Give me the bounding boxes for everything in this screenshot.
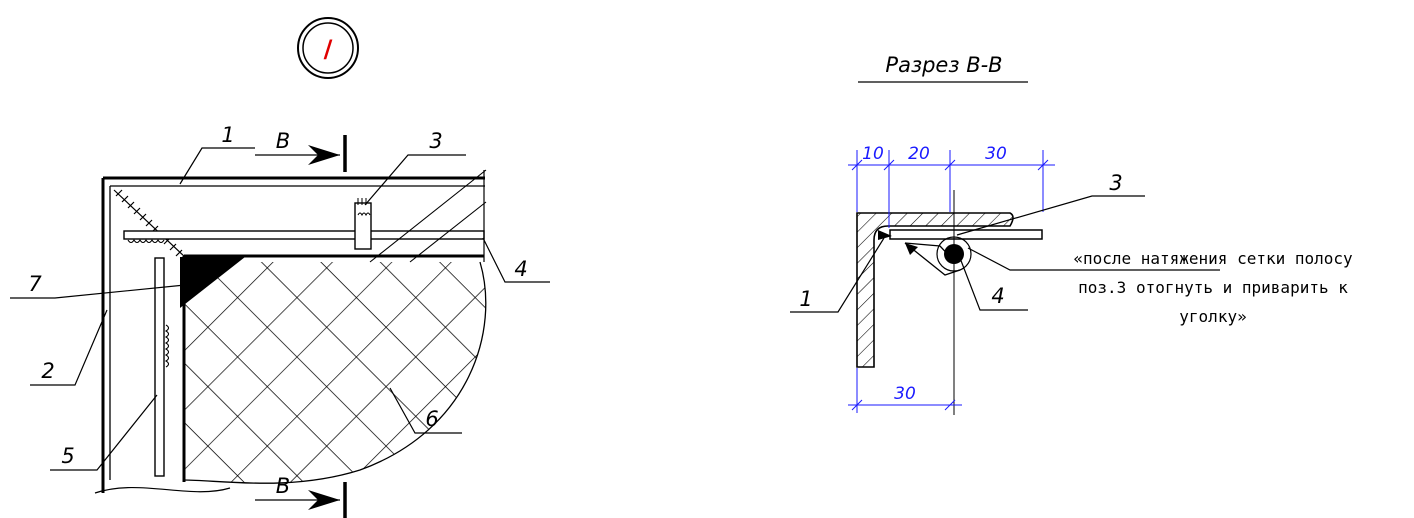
dim-30-bottom: 30	[894, 384, 916, 404]
dimension-lines	[848, 150, 1055, 413]
detail-callout-label: /	[324, 35, 333, 63]
left-view: В В 1 3 4 7 2 5 6	[10, 123, 550, 518]
section-view: Разрез В-В 10 20 30 30	[790, 53, 1353, 415]
section-title: Разрез В-В	[885, 53, 1002, 77]
label-pos-1: 1	[221, 123, 234, 147]
label-pos-4: 4	[514, 257, 527, 281]
section-label-pos-3: 3	[1109, 171, 1122, 195]
section-mark-bottom: В	[255, 474, 347, 518]
note-line-1: «после натяжения сетки полосу	[1073, 249, 1353, 268]
section-mark-top: В	[255, 129, 347, 172]
detail-callout: /	[297, 17, 359, 79]
dim-10: 10	[862, 144, 884, 164]
dim-30-top: 30	[985, 144, 1007, 164]
label-pos-3: 3	[429, 129, 442, 153]
label-pos-5: 5	[61, 444, 74, 468]
note-line-2: поз.3 отогнуть и приварить к	[1078, 278, 1348, 297]
note-line-3: уголку»	[1179, 307, 1246, 326]
label-pos-6: 6	[425, 407, 438, 431]
section-mark-letter: В	[276, 474, 290, 498]
section-label-pos-1: 1	[799, 287, 812, 311]
section-mark-letter: В	[276, 129, 290, 153]
dim-20: 20	[908, 144, 930, 164]
label-pos-7: 7	[28, 272, 42, 296]
label-pos-2: 2	[41, 359, 54, 383]
section-label-pos-4: 4	[991, 284, 1004, 308]
